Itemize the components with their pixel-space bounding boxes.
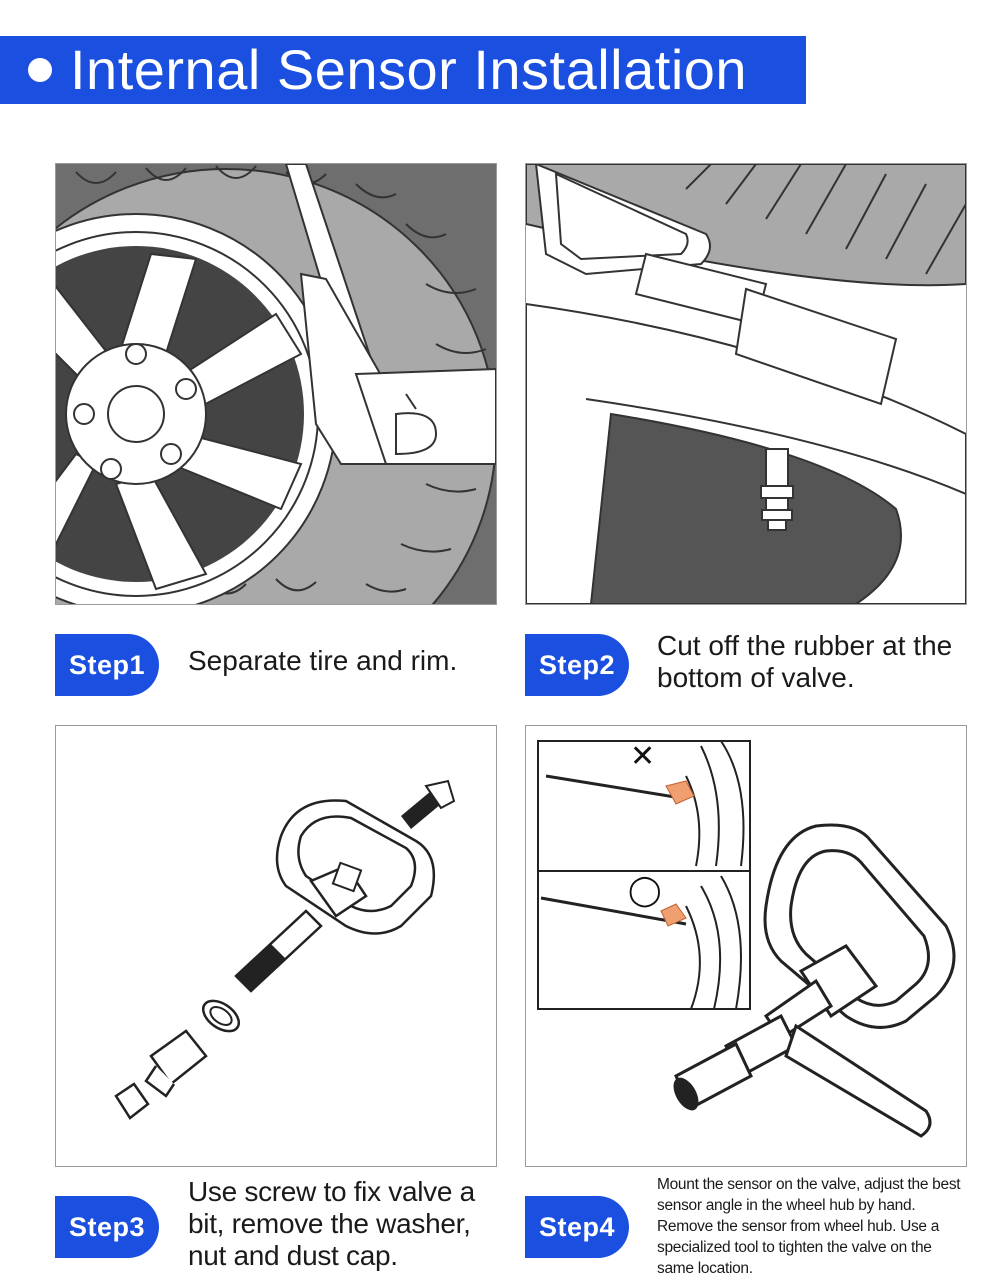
step4-badge: Step4 — [525, 1196, 629, 1258]
valve-parts-exploded-drawing — [56, 726, 496, 1166]
step4-illustration: ✕ ◯ — [525, 725, 967, 1167]
step2-illustration — [525, 163, 967, 605]
step1-caption: Separate tire and rim. — [188, 645, 458, 676]
bullet-dot — [28, 58, 52, 82]
sensor-mounting-drawing — [526, 726, 966, 1166]
step4-caption: Mount the sensor on the valve, adjust th… — [657, 1176, 961, 1277]
step2-badge: Step2 — [525, 634, 629, 696]
valve-rubber-cut-drawing — [526, 164, 966, 604]
step3-caption: Use screw to fix valve a bit, remove the… — [188, 1176, 475, 1271]
correct-angle-mark: ◯ — [628, 874, 662, 907]
title-banner: Internal Sensor Installation — [0, 36, 806, 104]
step2-caption: Cut off the rubber at the bottom of valv… — [657, 630, 953, 693]
tire-rim-separation-drawing — [56, 164, 496, 604]
wrong-angle-mark: ✕ — [630, 740, 656, 773]
page-title: Internal Sensor Installation — [70, 38, 748, 101]
step3-illustration — [55, 725, 497, 1167]
step1-badge: Step1 — [55, 634, 159, 696]
step3-badge: Step3 — [55, 1196, 159, 1258]
step1-illustration — [55, 163, 497, 605]
